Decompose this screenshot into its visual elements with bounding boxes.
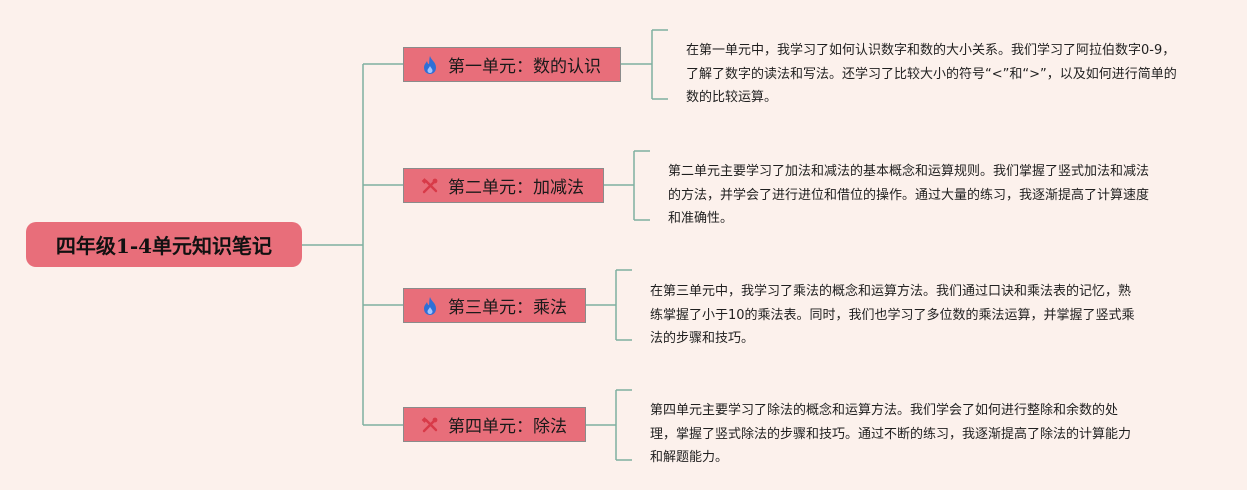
flame-icon	[420, 54, 440, 76]
unit-node-2[interactable]: 第二单元：加减法	[403, 168, 604, 203]
unit-node-3[interactable]: 第三单元：乘法	[403, 288, 586, 323]
root-node[interactable]: 四年级1-4单元知识笔记	[26, 222, 302, 267]
unit-description-1: 在第一单元中，我学习了如何认识数字和数的大小关系。我们学习了阿拉伯数字0-9，了…	[686, 43, 1177, 105]
tools-icon	[420, 414, 440, 436]
tools-icon	[420, 175, 440, 197]
unit-description-2: 第二单元主要学习了加法和减法的基本概念和运算规则。我们掌握了竖式加法和减法的方法…	[668, 164, 1150, 226]
unit-description-3: 在第三单元中，我学习了乘法的概念和运算方法。我们通过口诀和乘法表的记忆，熟练掌握…	[650, 284, 1135, 346]
root-title: 四年级1-4单元知识笔记	[55, 234, 273, 258]
flame-icon	[420, 295, 440, 317]
unit-node-1[interactable]: 第一单元：数的认识	[403, 47, 621, 82]
unit-label-2: 第二单元：加减法	[448, 178, 584, 198]
unit-description-4: 第四单元主要学习了除法的概念和运算方法。我们学会了如何进行整除和余数的处理，掌握…	[650, 403, 1132, 465]
unit-label-1: 第一单元：数的认识	[448, 57, 601, 77]
unit-label-4: 第四单元：除法	[448, 417, 567, 437]
unit-label-3: 第三单元：乘法	[448, 298, 567, 318]
unit-node-4[interactable]: 第四单元：除法	[403, 407, 586, 442]
